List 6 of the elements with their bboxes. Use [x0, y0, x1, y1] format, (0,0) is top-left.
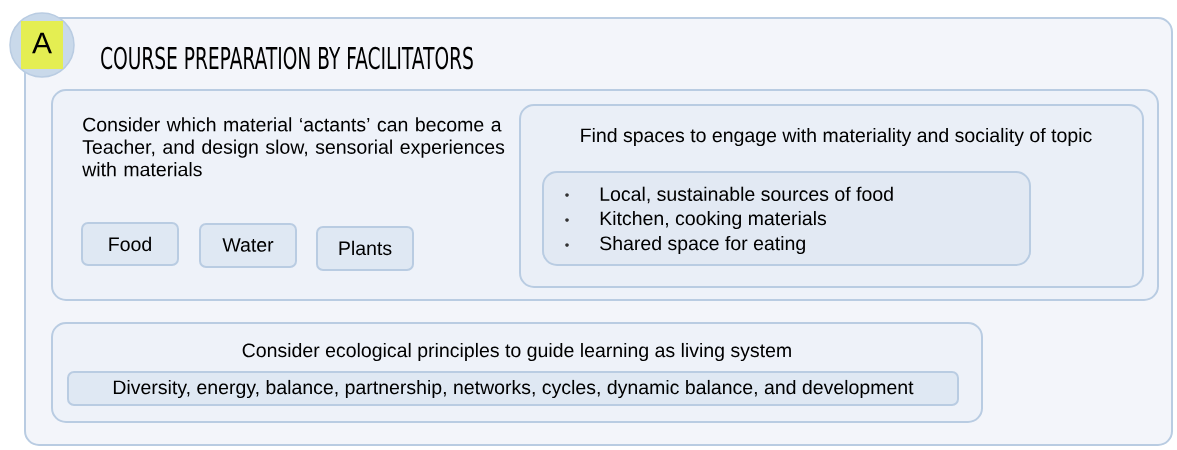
- material-box: Plants: [316, 226, 414, 271]
- letter-badge: A: [9, 12, 75, 78]
- bar: Diversity, energy, balance, partnership, networks, cycles, dynamic balance, and development: [67, 371, 959, 406]
- list-box: Local, sustainable sources of food Kitchen, cooking materials Shared space for eating: [542, 171, 1031, 266]
- material-box: Water: [199, 223, 297, 268]
- material-box: Food: [81, 222, 179, 266]
